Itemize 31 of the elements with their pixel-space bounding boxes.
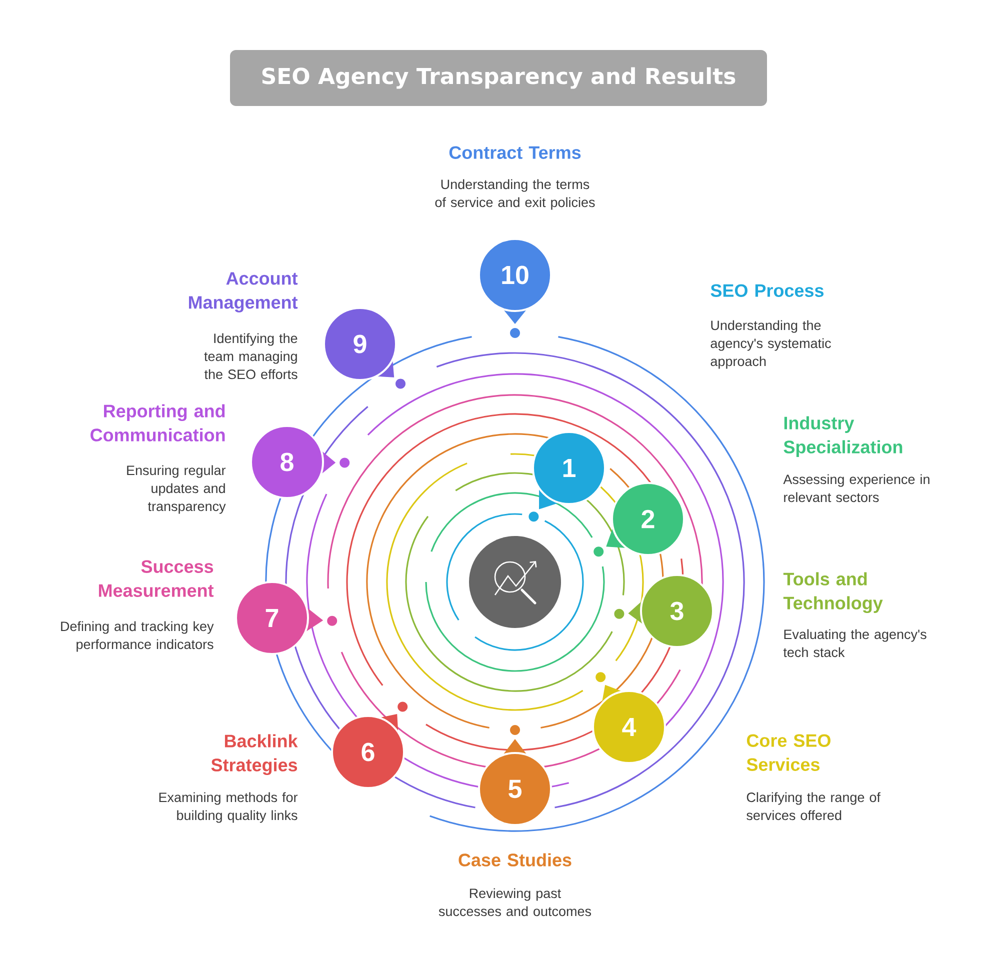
description-text: Understanding the terms of service and exit policies bbox=[435, 179, 595, 210]
heading-text: Backlink Strategies bbox=[211, 734, 298, 776]
heading-text: SEO Process bbox=[710, 284, 824, 297]
heading-text: Core SEO Services bbox=[746, 734, 830, 771]
number-bubble: 7 bbox=[235, 581, 324, 655]
description-text: Understanding the agency's systematic approach bbox=[710, 320, 831, 369]
heading-text: Industry Specialization bbox=[784, 416, 902, 457]
number-bubble: 6 bbox=[331, 714, 405, 789]
heading-text: Tools and Technology bbox=[783, 572, 883, 614]
description-text: Defining and tracking key performance indicators bbox=[61, 621, 214, 652]
heading-text: Contract Terms bbox=[449, 146, 581, 159]
title-banner: SEO Agency Transparency and Results bbox=[230, 50, 767, 106]
description-text: Evaluating the agency's tech stack bbox=[783, 629, 926, 658]
number-bubble: 3 bbox=[628, 574, 714, 648]
number-bubble: 1 bbox=[532, 431, 606, 510]
description-text: Identifying the team managing the SEO efforts bbox=[204, 333, 298, 380]
heading-text: Account Management bbox=[189, 272, 298, 312]
description-text: Ensuring regular updates and transparency bbox=[127, 465, 226, 514]
description-text: Clarifying the range of services offered bbox=[746, 792, 880, 820]
heading-text: Case Studies bbox=[458, 853, 572, 866]
description-text: Reviewing past successes and outcomes bbox=[438, 888, 592, 916]
description-text: Examining methods for building quality links bbox=[159, 792, 298, 823]
number-bubble: 4 bbox=[592, 684, 666, 764]
number-bubble: 8 bbox=[250, 425, 336, 499]
number-bubble: 9 bbox=[323, 307, 397, 381]
heading-text: Success Measurement bbox=[98, 560, 214, 597]
heading-text: Reporting and Communication bbox=[90, 404, 225, 442]
number-bubble: 2 bbox=[606, 482, 685, 556]
number-bubble: 5 bbox=[478, 739, 552, 826]
description-text: Assessing experience in relevant sectors bbox=[783, 474, 930, 502]
number-bubble: 10 bbox=[478, 238, 552, 324]
